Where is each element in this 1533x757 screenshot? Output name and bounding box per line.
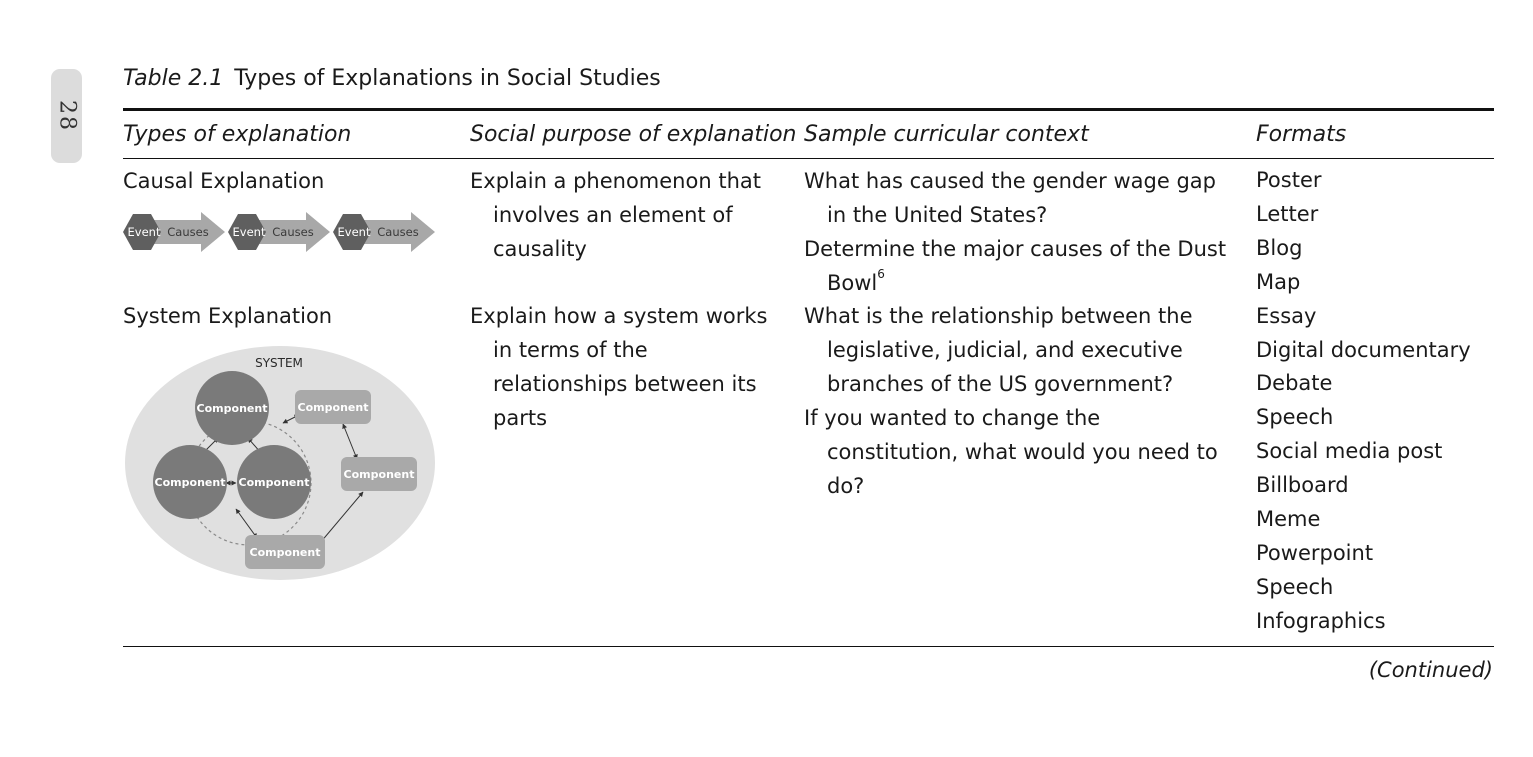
format-item: Meme bbox=[1256, 507, 1321, 532]
table-top-rule bbox=[123, 108, 1494, 111]
context-text: Determine the major causes of the Dust B… bbox=[804, 237, 1227, 295]
footnote-marker: 6 bbox=[877, 267, 885, 281]
format-item: Speech bbox=[1256, 574, 1334, 599]
format-item: Infographics bbox=[1256, 608, 1386, 633]
connector-arrow bbox=[235, 508, 258, 539]
component-label: Component bbox=[197, 402, 268, 415]
causes-label: Causes bbox=[272, 225, 313, 239]
page-number-tab: 28 bbox=[51, 69, 82, 163]
row-system-context: What is the relationship between the leg… bbox=[804, 299, 1229, 503]
format-item: Digital documentary bbox=[1256, 337, 1471, 362]
event-label: Event bbox=[128, 225, 161, 239]
causes-label: Causes bbox=[377, 225, 418, 239]
component-node bbox=[195, 371, 269, 445]
row-causal-context: What has caused the gender wage gap in t… bbox=[804, 164, 1229, 300]
component-node bbox=[341, 457, 417, 491]
context-item: What is the relationship between the leg… bbox=[804, 304, 1193, 396]
page-number: 28 bbox=[54, 100, 79, 132]
component-label: Component bbox=[298, 401, 369, 414]
table-bottom-rule bbox=[123, 646, 1494, 647]
formats-list: Poster Letter Blog Map Essay Digital doc… bbox=[1256, 164, 1471, 639]
header-type: Types of explanation bbox=[123, 122, 352, 147]
table-caption-label: Table 2.1 bbox=[123, 66, 224, 91]
component-node bbox=[245, 535, 325, 569]
format-item: Billboard bbox=[1256, 473, 1349, 498]
purpose-text: Explain a phenomenon that involves an el… bbox=[470, 169, 761, 261]
header-formats: Formats bbox=[1256, 122, 1347, 147]
component-label: Component bbox=[155, 476, 226, 489]
format-item: Powerpoint bbox=[1256, 540, 1374, 565]
purpose-text: Explain how a system works in terms of t… bbox=[470, 304, 768, 430]
event-hexagon bbox=[228, 214, 266, 250]
format-item: Letter bbox=[1256, 201, 1319, 226]
connector-arrow bbox=[342, 423, 358, 460]
causes-label: Causes bbox=[167, 225, 208, 239]
format-item: Blog bbox=[1256, 235, 1303, 260]
row-system-type: System Explanation bbox=[123, 304, 333, 328]
format-item: Essay bbox=[1256, 303, 1317, 328]
connector-arrow bbox=[319, 491, 364, 544]
format-item: Map bbox=[1256, 269, 1301, 294]
causal-step: Event Causes bbox=[123, 212, 225, 252]
format-item: Social media post bbox=[1256, 439, 1443, 464]
causal-step: Event Causes bbox=[333, 212, 435, 252]
component-label: Component bbox=[250, 546, 321, 559]
event-hexagon bbox=[123, 214, 161, 250]
system-label: SYSTEM bbox=[255, 356, 303, 370]
continued-note: (Continued) bbox=[1368, 658, 1493, 682]
event-label: Event bbox=[233, 225, 266, 239]
event-hexagon bbox=[333, 214, 371, 250]
causal-step: Event Causes bbox=[228, 212, 330, 252]
component-label: Component bbox=[344, 468, 415, 481]
context-item: Determine the major causes of the Dust B… bbox=[804, 232, 1229, 300]
row-causal-type: Causal Explanation bbox=[123, 169, 325, 193]
component-node bbox=[153, 445, 227, 519]
format-item: Poster bbox=[1256, 168, 1322, 192]
system-diagram: SYSTEM Component Component Component Com… bbox=[125, 346, 435, 580]
header-context: Sample curricular context bbox=[804, 122, 1089, 147]
format-item: Speech bbox=[1256, 405, 1334, 430]
table-caption: Table 2.1 Types of Explanations in Socia… bbox=[123, 66, 661, 91]
event-label: Event bbox=[338, 225, 371, 239]
context-item: What has caused the gender wage gap in t… bbox=[804, 169, 1216, 227]
component-node bbox=[237, 445, 311, 519]
header-purpose: Social purpose of explanation bbox=[470, 122, 797, 147]
context-item: If you wanted to change the constitution… bbox=[804, 406, 1218, 498]
row-causal-purpose: Explain a phenomenon that involves an el… bbox=[470, 164, 780, 266]
causal-chain-diagram: Event Causes Event Causes Event Causes bbox=[123, 212, 435, 252]
format-item: Debate bbox=[1256, 371, 1333, 396]
table-header-rule bbox=[123, 158, 1494, 159]
component-node bbox=[295, 390, 371, 424]
component-label: Component bbox=[239, 476, 310, 489]
row-system-purpose: Explain how a system works in terms of t… bbox=[470, 299, 780, 435]
table-caption-title: Types of Explanations in Social Studies bbox=[234, 66, 661, 91]
